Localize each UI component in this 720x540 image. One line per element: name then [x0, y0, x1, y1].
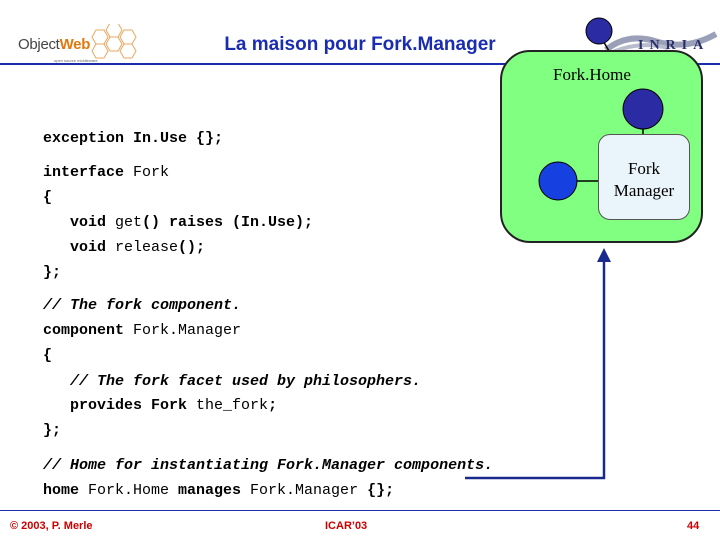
code-token: Fork — [133, 164, 170, 181]
code-line: // The fork facet used by philosophers. — [43, 374, 421, 389]
fork-manager-label-line1: Fork — [627, 159, 661, 178]
code-token: // Home for instantiating Fork.Manager c… — [43, 457, 494, 474]
code-token: { — [43, 347, 53, 364]
code-line: { — [43, 190, 52, 205]
code-token: }; — [43, 264, 62, 281]
footer-copyright: © 2003, P. Merle — [10, 520, 93, 532]
code-line: void release(); — [43, 240, 205, 255]
slide-title: La maison pour Fork.Manager — [224, 34, 496, 55]
logo-tagline: open source middleware — [54, 58, 98, 63]
fork-manager-label-line2: Manager — [613, 181, 675, 200]
logo-text-object: Object — [18, 36, 60, 53]
manages-arrow — [465, 258, 606, 480]
code-line: home Fork.Home manages Fork.Manager {}; — [43, 483, 394, 498]
code-token: (); — [178, 239, 206, 256]
code-token: () raises (In.Use); — [142, 214, 314, 231]
fork-manager-label: Fork Manager — [598, 158, 690, 202]
code-token: }; — [43, 422, 62, 439]
code-token: {}; — [358, 482, 395, 499]
code-token: provides — [43, 397, 152, 414]
code-token: Fork.Home — [88, 482, 179, 499]
objectweb-logo: ObjectWeb open source middleware — [14, 24, 139, 64]
code-line: // The fork component. — [43, 298, 241, 313]
footer-divider — [0, 510, 720, 511]
footer-page-number: 44 — [687, 520, 700, 532]
code-line: interface Fork — [43, 165, 169, 180]
code-token: { — [43, 189, 53, 206]
code-line: component Fork.Manager — [43, 323, 241, 338]
code-token: Fork.Manager — [133, 322, 242, 339]
fork-facet-circle — [538, 161, 578, 201]
code-token: exception — [43, 130, 134, 147]
code-line: void get() raises (In.Use); — [43, 215, 313, 230]
manager-port-circle — [622, 88, 664, 130]
code-token: ; — [268, 397, 278, 414]
code-token: // The fork facet used by philosophers. — [43, 373, 422, 390]
arrow-head-icon — [597, 248, 611, 262]
code-token: // The fork component. — [43, 297, 242, 314]
code-token: the_fork — [196, 397, 269, 414]
code-line: provides Fork the_fork; — [43, 398, 277, 413]
code-token: void — [43, 214, 116, 231]
code-token: interface — [43, 164, 134, 181]
inria-logo-text: INRIA — [638, 38, 710, 53]
code-token: get — [115, 214, 143, 231]
code-line: { — [43, 348, 52, 363]
code-line: }; — [43, 423, 61, 438]
home-port-circle — [585, 17, 613, 45]
footer-conference: ICAR’03 — [325, 520, 368, 532]
code-token: In.Use {}; — [133, 130, 224, 147]
code-line: // Home for instantiating Fork.Manager c… — [43, 458, 493, 473]
code-token: component — [43, 322, 134, 339]
code-line: exception In.Use {}; — [43, 131, 223, 146]
code-line: }; — [43, 265, 61, 280]
code-token: void — [43, 239, 116, 256]
fork-manager-box — [598, 134, 690, 220]
hexagon-icon — [91, 24, 137, 59]
code-token: release — [115, 239, 179, 256]
code-token: manages — [178, 482, 251, 499]
code-token: Fork.Manager — [250, 482, 359, 499]
logo-text-web: Web — [59, 36, 91, 53]
code-token: home — [43, 482, 89, 499]
code-token: Fork — [151, 397, 197, 414]
fork-home-label: Fork.Home — [553, 65, 631, 84]
title-divider — [0, 63, 720, 65]
